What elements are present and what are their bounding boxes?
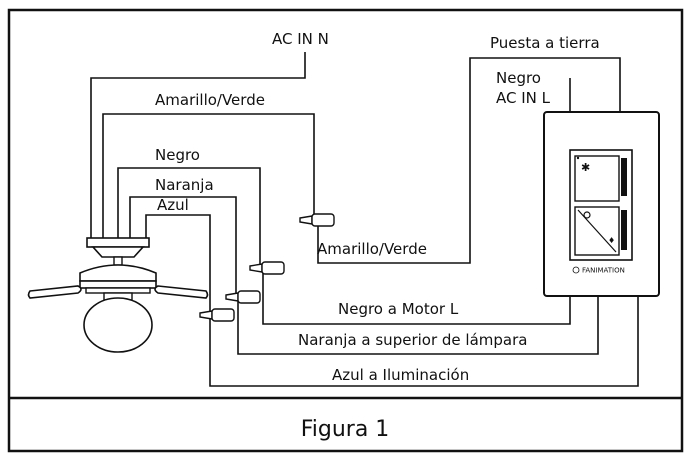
label-negro: Negro <box>496 69 541 87</box>
label-ac-in-n: AC IN N <box>272 30 329 48</box>
wire-ac-in-n <box>90 52 306 238</box>
ceiling-fan-icon <box>27 237 209 353</box>
label-naranja-fan: Naranja <box>155 176 214 194</box>
switch-top-rocker <box>574 155 620 202</box>
label-puesta-a-tierra: Puesta a tierra <box>490 34 600 52</box>
label-azul-fan: Azul <box>157 196 189 214</box>
bulb-small-icon: ♦ <box>608 236 615 245</box>
figure-frame <box>7 8 684 453</box>
wire-amarillo-verde-fan <box>102 113 315 238</box>
label-amarillo-verde-top: Amarillo/Verde <box>155 91 265 109</box>
bulb-symbol-icon <box>583 211 591 219</box>
figure-caption: Figura 1 <box>301 417 390 442</box>
wall-switch-control: ✱ ♦ FANIMATION <box>543 111 660 297</box>
brand-text: FANIMATION <box>582 267 625 275</box>
wire-nut-azul <box>199 308 235 322</box>
label-naranja-a-lampara: Naranja a superior de lámpara <box>298 331 527 349</box>
wire-nut-negro <box>249 261 285 275</box>
label-amarillo-verde-bottom: Amarillo/Verde <box>317 240 427 258</box>
label-negro-fan: Negro <box>155 146 200 164</box>
wire-naranja-fan <box>129 196 237 294</box>
wire-negro-motor <box>262 269 571 325</box>
fan-symbol-icon: ✱ <box>581 161 590 174</box>
label-negro-a-motor: Negro a Motor L <box>338 300 459 318</box>
label-ac-in-l: AC IN L <box>496 89 551 107</box>
brand-logo-icon <box>572 266 580 274</box>
wire-naranja-lampara <box>237 296 599 355</box>
wire-azul-iluminacion <box>209 296 639 387</box>
label-azul-a-iluminacion: Azul a Iluminación <box>332 366 469 384</box>
wire-nut-naranja <box>225 290 261 304</box>
wire-amarillo-verde-ground <box>317 57 621 264</box>
wire-negro-fan <box>117 167 261 265</box>
wire-nut-ground <box>299 213 335 227</box>
wire-azul-fan <box>145 214 211 312</box>
